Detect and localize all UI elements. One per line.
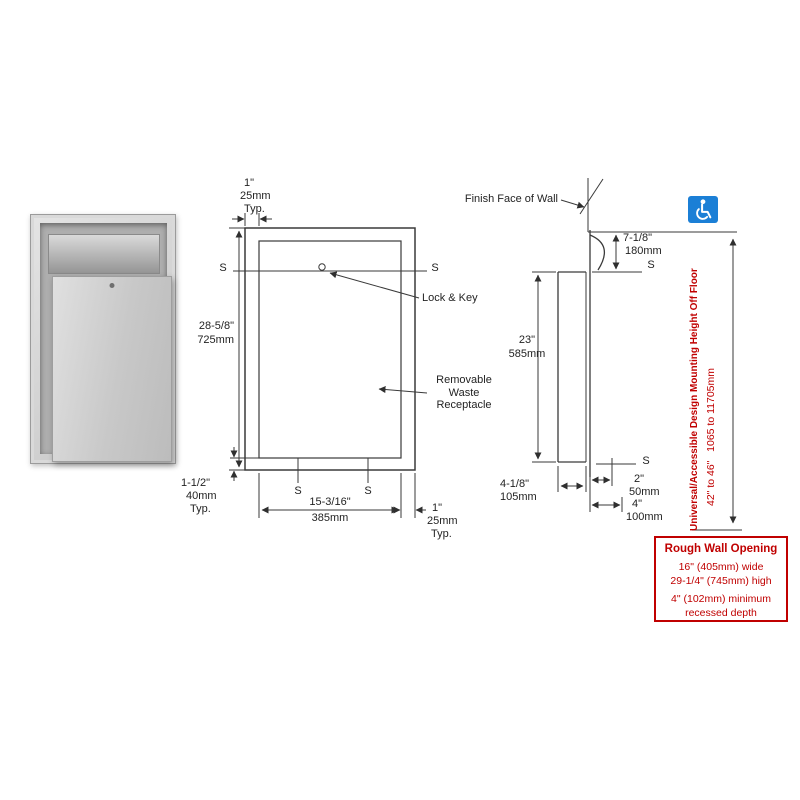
dim-height-mm: 725mm — [197, 334, 234, 346]
dim-top-projection-mm: 180mm — [625, 245, 662, 257]
dim-frame-right-inches: 1" — [432, 502, 443, 514]
rough-wall-opening-title: Rough Wall Opening — [664, 543, 778, 555]
receptacle-label-line3: Receptacle — [436, 399, 492, 412]
dim-frame-top-inches: 1" — [244, 177, 255, 189]
dim-overall-depth-inches: 4" — [632, 498, 643, 510]
stud-mark-front-left: S — [219, 262, 227, 274]
receptacle-label: Removable Waste Receptacle — [424, 374, 504, 412]
rough-wall-opening-depth2: recessed depth — [685, 606, 757, 619]
dim-frame-top-mm: 25mm — [240, 190, 271, 202]
dim-recess-height-inches: 23" — [518, 334, 536, 346]
product-photo-lock — [109, 283, 115, 288]
wheelchair-glyph — [696, 198, 712, 220]
finish-face-of-wall-label: Finish Face of Wall — [464, 193, 558, 205]
mounting-note-line1: Universal/Accessible Design Mounting Hei… — [689, 268, 700, 531]
dim-recess-depth-mm: 105mm — [500, 491, 537, 503]
dim-frame-bottom-typ: Typ. — [190, 503, 211, 515]
dim-frame-right-mm: 25mm — [427, 515, 458, 527]
dim-recess-depth-inches: 4-1/8" — [500, 478, 529, 490]
side-section-lines — [532, 178, 742, 531]
product-photo — [30, 214, 176, 464]
dim-frame-right-typ: Typ. — [431, 528, 452, 540]
dim-top-projection-inches: 7-1/8" — [623, 232, 652, 244]
receptacle-label-line1: Removable — [436, 374, 492, 386]
front-elevation-lines — [229, 213, 428, 518]
receptacle-label-line2: Waste — [448, 386, 480, 399]
accessibility-icon — [688, 196, 718, 223]
dim-frame-bottom-inches: 1-1/2" — [181, 477, 210, 489]
dim-frame-bottom-mm: 40mm — [186, 490, 217, 502]
rough-wall-opening-width: 16" (405mm) wide — [678, 560, 764, 573]
dim-frame-top-typ: Typ. — [244, 203, 265, 215]
rough-wall-opening-box: Rough Wall Opening 16" (405mm) wide 29-1… — [654, 536, 788, 622]
stud-mark-front-bottom-right: S — [364, 485, 372, 497]
stud-mark-front-right: S — [431, 262, 439, 274]
lock-and-key-label: Lock & Key — [422, 292, 478, 304]
stud-mark-side-bottom: S — [642, 455, 650, 467]
dim-recess-height-mm: 585mm — [508, 348, 546, 360]
dim-projection-depth-mm: 50mm — [629, 486, 660, 498]
dim-overall-depth-mm: 100mm — [626, 511, 663, 523]
product-photo-front-panel — [52, 276, 172, 462]
dim-height-inches: 28-5/8" — [198, 320, 234, 332]
stud-mark-front-bottom-left: S — [294, 485, 302, 497]
rough-wall-opening-height: 29-1/4" (745mm) high — [670, 574, 772, 587]
mounting-note-line2: 42" to 46" 1065 to 11705mm — [705, 367, 717, 506]
dim-projection-depth-inches: 2" — [634, 473, 645, 485]
product-photo-flap — [48, 234, 160, 274]
rough-wall-opening-depth1: 4" (102mm) minimum — [671, 593, 771, 606]
stud-mark-side-top: S — [647, 259, 655, 271]
dim-width-mm: 385mm — [311, 512, 349, 524]
dim-width-inches: 15-3/16" — [309, 496, 351, 508]
